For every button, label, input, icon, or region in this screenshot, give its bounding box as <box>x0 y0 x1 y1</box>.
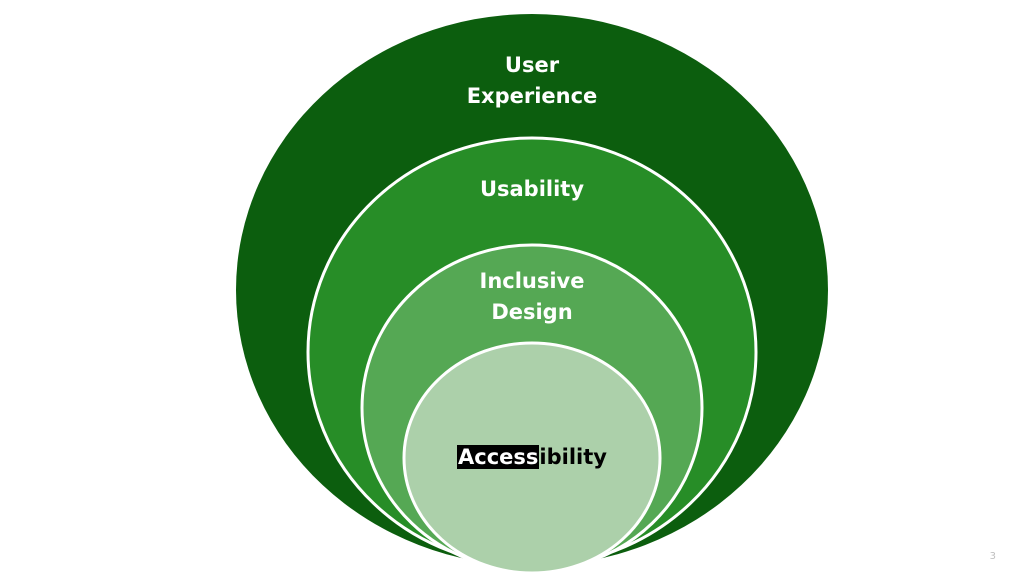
label-accessibility: Accessibility <box>432 442 632 473</box>
label-user-experience: User Experience <box>432 50 632 112</box>
label-inclusive-design-line-1: Inclusive <box>479 269 585 293</box>
label-user-experience-line-2: Experience <box>466 84 598 108</box>
page-number: 3 <box>989 551 996 562</box>
label-usability-text: Usability <box>479 177 585 201</box>
label-inclusive-design: Inclusive Design <box>432 266 632 328</box>
label-accessibility-rest: ibility <box>539 445 607 469</box>
label-usability: Usability <box>432 174 632 205</box>
label-inclusive-design-line-2: Design <box>491 300 573 324</box>
text-selection-highlight: Access <box>457 445 540 469</box>
label-user-experience-line-1: User <box>504 53 560 77</box>
